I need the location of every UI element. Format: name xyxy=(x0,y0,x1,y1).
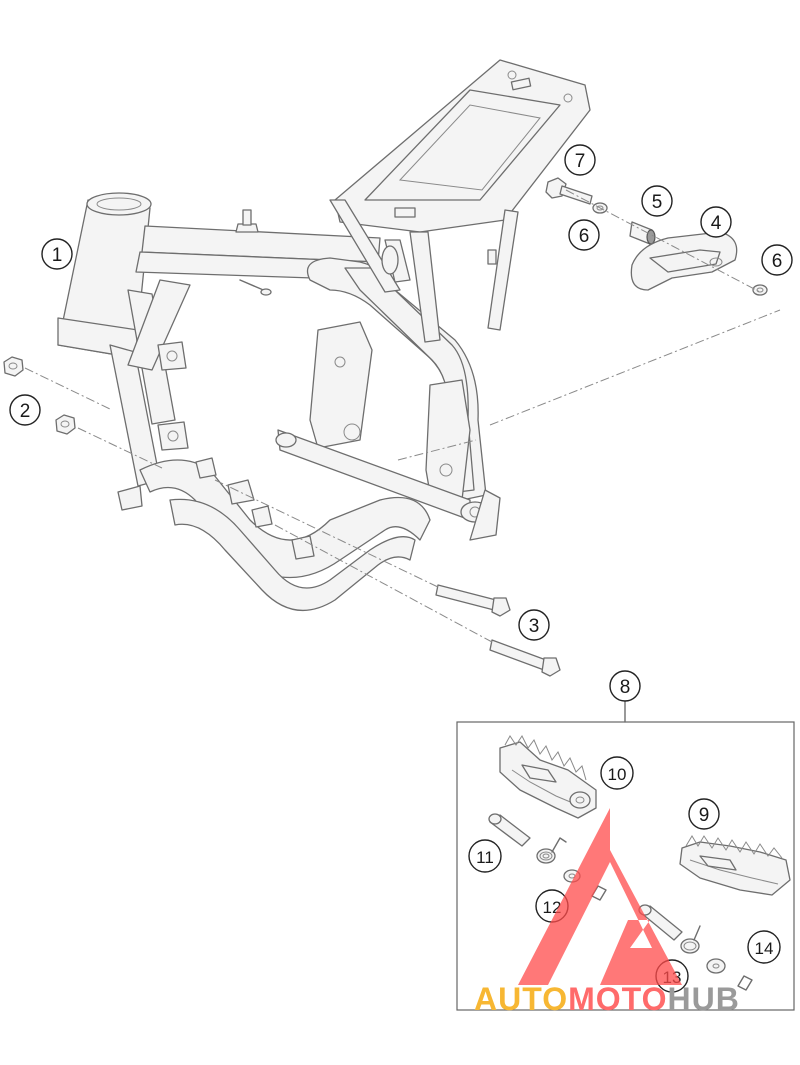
callout-7: 7 xyxy=(564,144,596,176)
callout-14: 14 xyxy=(747,930,781,964)
svg-text:6: 6 xyxy=(579,226,590,247)
bushing-part xyxy=(629,221,656,245)
callout-1: 1 xyxy=(41,238,73,270)
svg-text:1: 1 xyxy=(52,245,63,266)
footpeg-clip-right xyxy=(737,975,753,991)
footpeg-right-part xyxy=(679,835,791,896)
svg-text:3: 3 xyxy=(529,616,540,637)
frame-bolt-upper xyxy=(435,584,511,617)
callout-5: 5 xyxy=(641,185,673,217)
callout-10: 10 xyxy=(600,756,634,790)
footpeg-pin-left xyxy=(488,813,531,847)
callout-6-upper: 6 xyxy=(568,219,600,251)
frame-nut-upper xyxy=(3,356,24,377)
svg-text:4: 4 xyxy=(711,213,722,234)
callout-4: 4 xyxy=(700,206,732,238)
svg-text:14: 14 xyxy=(755,939,774,958)
washer-lower xyxy=(752,284,768,296)
callout-9: 9 xyxy=(688,798,720,830)
footpeg-spring-left xyxy=(536,837,567,864)
assembly-lines xyxy=(24,189,781,643)
svg-text:9: 9 xyxy=(699,805,710,826)
footpeg-spring-right xyxy=(680,925,701,954)
callout-3: 3 xyxy=(518,609,550,641)
frame-bolt-lower xyxy=(489,639,561,677)
svg-text:8: 8 xyxy=(620,677,631,698)
footpeg-kit-box xyxy=(456,699,795,1011)
svg-text:5: 5 xyxy=(652,192,663,213)
callout-11: 11 xyxy=(468,839,502,873)
callout-2: 2 xyxy=(9,394,41,426)
footpeg-left-part xyxy=(499,735,597,819)
callout-6-lower: 6 xyxy=(761,244,793,276)
footpeg-pin-right xyxy=(638,904,683,941)
footpeg-washer-right xyxy=(706,958,726,974)
svg-text:2: 2 xyxy=(20,401,31,422)
svg-text:6: 6 xyxy=(772,251,783,272)
watermark-text: AUTOMOTOHUB xyxy=(474,981,740,1017)
svg-text:11: 11 xyxy=(476,848,494,867)
callout-8: 8 xyxy=(609,670,641,702)
foot-bracket-part xyxy=(630,231,738,291)
frame-nut-lower xyxy=(55,414,76,435)
frame-part xyxy=(57,59,591,612)
svg-text:7: 7 xyxy=(575,151,586,172)
svg-text:10: 10 xyxy=(608,765,627,784)
watermark-logo: AUTOMOTOHUB xyxy=(474,808,740,1017)
